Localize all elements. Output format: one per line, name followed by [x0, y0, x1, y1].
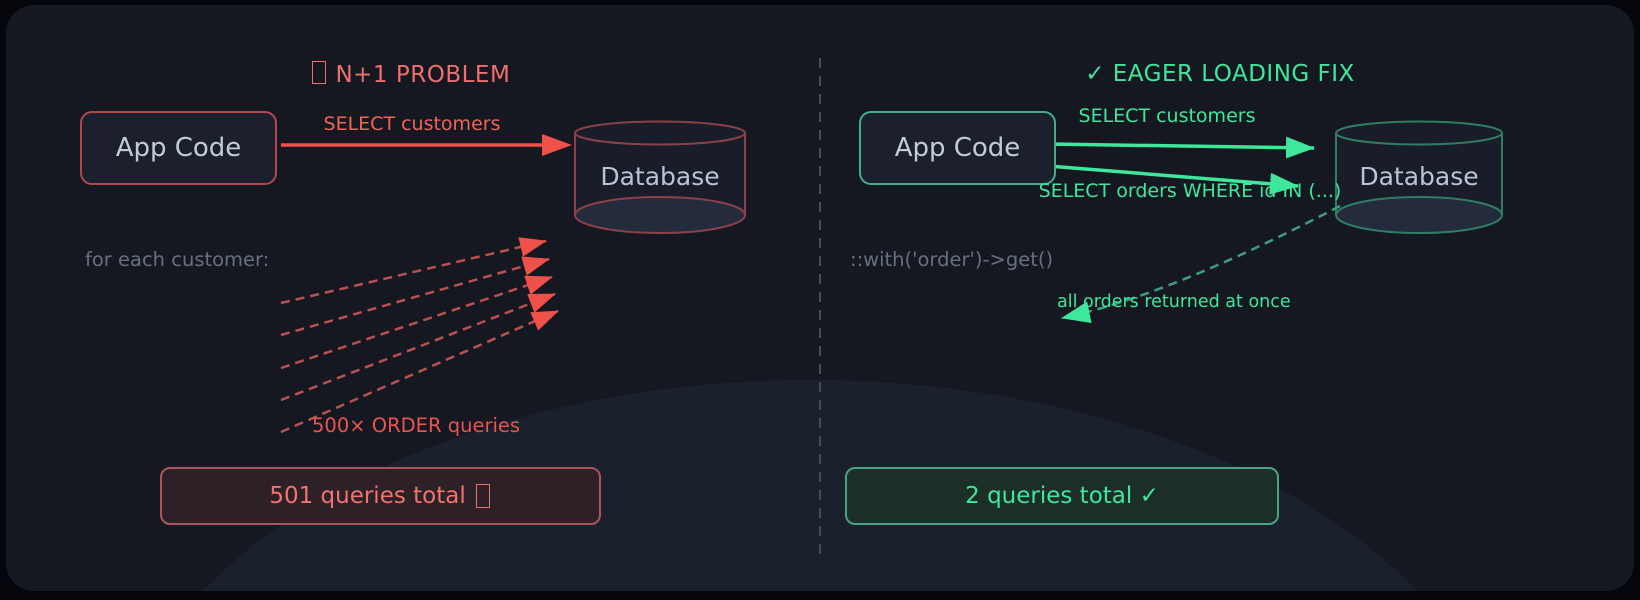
n-plus-one-dashed-arrows: [280, 237, 559, 434]
cylinder-top: [574, 120, 746, 146]
database-label-right: Database: [1359, 162, 1479, 191]
badge-text: 501 queries total: [269, 483, 466, 509]
total-queries-badge-right: 2 queries total ✓: [845, 467, 1279, 525]
right-title: ✓ EAGER LOADING FIX: [1040, 61, 1400, 87]
order-queries-count-label: 500× ORDER queries: [312, 414, 521, 437]
app-code-box-right: App Code: [859, 111, 1056, 185]
cylinder-bottom: [1335, 196, 1503, 234]
order-query-arrow: [280, 237, 547, 305]
select-orders-arrow-right: [1047, 164, 1299, 195]
database-label-left: Database: [600, 162, 720, 191]
app-code-box-left: App Code: [80, 111, 277, 185]
order-query-arrow: [280, 309, 559, 434]
order-query-arrow: [280, 256, 550, 337]
background-blob: [110, 380, 1510, 591]
arrowhead-icon: [542, 134, 572, 156]
missing-glyph-icon: [311, 61, 326, 85]
missing-glyph-icon: [475, 484, 490, 508]
cylinder-bottom: [574, 196, 746, 234]
database-cylinder-left: [574, 120, 746, 234]
cylinder-top: [1335, 120, 1503, 146]
app-code-label: App Code: [115, 133, 242, 163]
left-title-text: N+1 PROBLEM: [335, 61, 511, 88]
eager-loading-code-label: ::with('order')->get(): [850, 248, 1054, 271]
for-each-customer-label: for each customer:: [85, 248, 270, 271]
all-orders-returned-label: all orders returned at once: [1057, 292, 1291, 312]
select-customers-arrow-right: [1047, 136, 1315, 159]
left-title: N+1 PROBLEM: [240, 61, 580, 88]
app-code-label: App Code: [894, 133, 1021, 163]
orders-return-dashed-arrow: [1061, 204, 1341, 324]
badge-text: 2 queries total ✓: [965, 483, 1159, 509]
select-orders-label-right: SELECT orders WHERE id IN (...): [1038, 180, 1342, 202]
select-customers-label-left: SELECT customers: [323, 113, 501, 135]
database-cylinder-right: [1335, 120, 1503, 234]
select-customers-label-right: SELECT customers: [1078, 105, 1256, 127]
right-title-text: ✓ EAGER LOADING FIX: [1085, 61, 1355, 87]
order-query-arrow: [280, 275, 553, 370]
order-query-arrow: [280, 292, 556, 402]
total-queries-badge-left: 501 queries total: [160, 467, 601, 525]
